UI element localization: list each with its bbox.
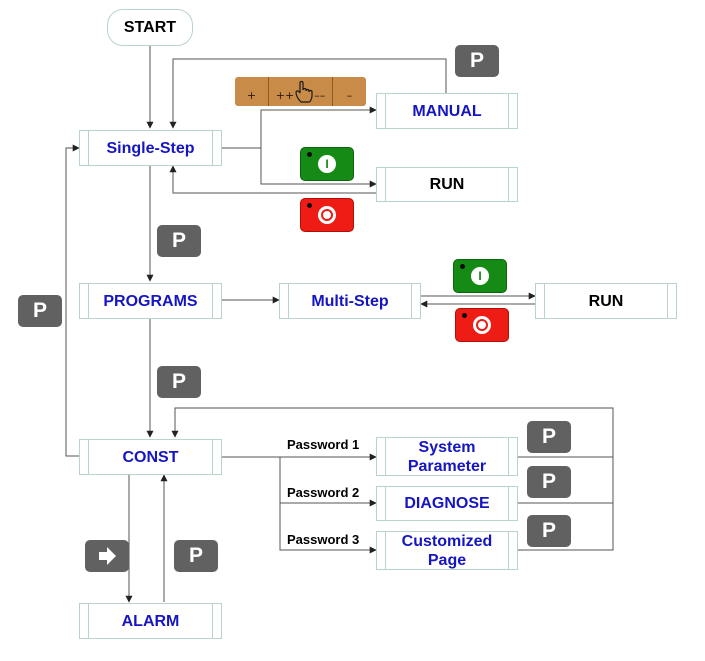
- jog-minus-label: –: [346, 89, 353, 102]
- customized-page-return-line: [171, 407, 614, 551]
- p-key-const-loop: P: [18, 295, 62, 327]
- password-1-label: Password 1: [287, 437, 360, 452]
- start-node: START: [107, 9, 193, 46]
- const-to-single-step-line: [65, 144, 80, 457]
- customized-page-line1: Customized: [401, 532, 493, 550]
- password-2-label: Password 2: [287, 485, 360, 500]
- stop-button-icon: [473, 316, 491, 334]
- p-key-diagnose: P: [527, 466, 571, 498]
- run-node-right: RUN: [535, 283, 677, 319]
- start-button-multi-step: I: [453, 259, 507, 293]
- run-return-line: [169, 165, 376, 194]
- stop-button-multi-step: [455, 308, 509, 342]
- multi-step-node: Multi-Step: [279, 283, 421, 319]
- p-key-customized-page: P: [527, 515, 571, 547]
- p-key-single-step: P: [157, 225, 201, 257]
- hand-pointer-icon: [295, 80, 313, 103]
- diagnose-node: DIAGNOSE: [376, 486, 518, 521]
- jog-minus-key: –: [333, 77, 366, 106]
- programs-node: PROGRAMS: [79, 283, 222, 319]
- jog-plus-key: +: [235, 77, 270, 106]
- right-arrow-key: [85, 540, 129, 572]
- single-step-to-run-line: [260, 148, 377, 188]
- right-arrow-icon: [99, 547, 116, 565]
- p-key-manual: P: [455, 45, 499, 77]
- start-button-icon: I: [318, 155, 336, 173]
- password-3-label: Password 3: [287, 532, 360, 547]
- const-to-customized-page-line: [279, 503, 377, 554]
- jog-fast-plus-key: ++ ––: [269, 77, 333, 106]
- start-button-icon: I: [471, 267, 489, 285]
- const-node: CONST: [79, 439, 222, 475]
- jog-fast-minus-label: ––: [314, 89, 326, 102]
- jog-fast-plus-label: ++: [275, 89, 295, 102]
- p-key-alarm: P: [174, 540, 218, 572]
- stop-button-icon: [318, 206, 336, 224]
- customized-page-node: Customized Page: [376, 531, 518, 570]
- system-parameter-line2: Parameter: [407, 457, 487, 475]
- jog-keypad: + ++ –– –: [235, 77, 366, 106]
- system-parameter-node: System Parameter: [376, 437, 518, 476]
- alarm-node: ALARM: [79, 603, 222, 639]
- start-button-single-step: I: [300, 147, 354, 181]
- run-node-top: RUN: [376, 167, 518, 202]
- p-key-system-parameter: P: [527, 421, 571, 453]
- p-key-programs: P: [157, 366, 201, 398]
- customized-page-line2: Page: [427, 551, 467, 569]
- jog-plus-label: +: [246, 89, 257, 102]
- single-step-to-manual-line: [222, 106, 377, 149]
- manual-return-line: [169, 58, 447, 129]
- system-parameter-line1: System: [418, 438, 476, 456]
- stop-button-single-step: [300, 198, 354, 232]
- single-step-node: Single-Step: [79, 130, 222, 166]
- manual-node: MANUAL: [376, 93, 518, 129]
